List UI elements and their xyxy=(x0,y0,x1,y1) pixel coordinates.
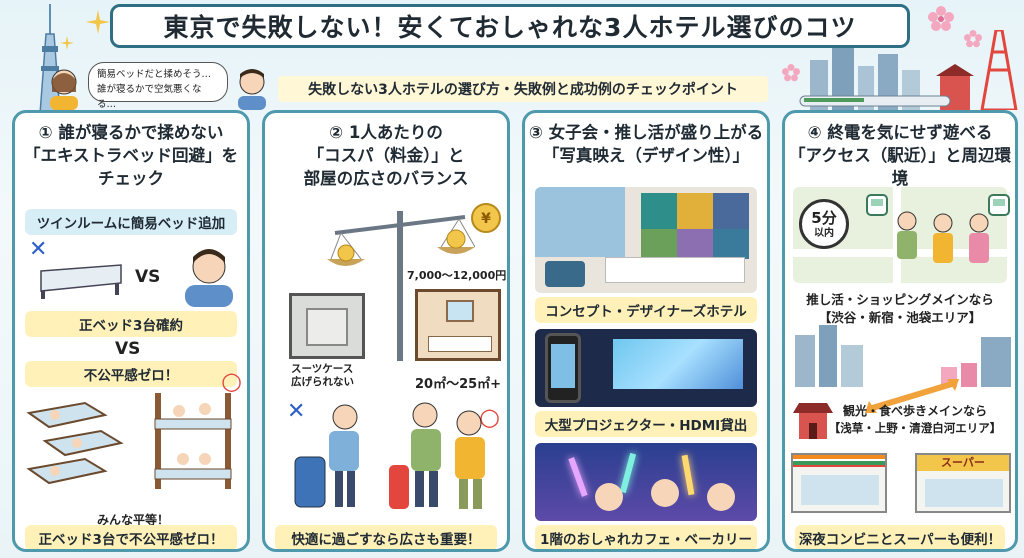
three-real-beds-label: 正ベッド3台確約 xyxy=(25,311,237,337)
train-icon xyxy=(988,194,1010,216)
panel-photogenic: ③ 女子会・推し活が盛り上がる 「写真映え（デザイン性）」 コンセプト・デザイナ… xyxy=(522,110,770,552)
worried-woman-illustration xyxy=(50,69,78,110)
small-room-photo xyxy=(289,293,365,359)
suitcase-note: スーツケース 広げられない xyxy=(291,363,354,389)
room-area-label: 20㎡〜25㎡+ xyxy=(415,377,502,392)
circle-icon: ○ xyxy=(221,367,242,395)
sightseeing-area-line-1: 観光・食べ歩きメインなら xyxy=(842,404,987,418)
two-way-arrow-icon xyxy=(865,379,959,413)
panel-2-heading: ② 1人あたりの 「コスパ（料金）」と 部屋の広さのバランス xyxy=(265,113,507,190)
spacious-room-photo xyxy=(415,289,501,361)
page-subtitle: 失敗しない3人ホテルの選び方・失敗例と成功例のチェックポイント xyxy=(278,76,768,102)
zero-unfairness-label: 不公平感ゼロ！ xyxy=(25,361,237,387)
projector-photo xyxy=(535,329,757,407)
bubble-line-2: 誰が寝るかで空気悪くなる… xyxy=(97,84,202,110)
vs-label: VS xyxy=(135,267,161,287)
cross-icon: ✕ xyxy=(287,399,306,424)
happy-travelers-illustration xyxy=(389,402,485,509)
train-icon xyxy=(866,194,888,216)
shibuya-area-box: 推し活・ショッピングメインなら 【渋谷・新宿・池袋エリア】 xyxy=(791,291,1009,327)
panel-4-heading: ④ 終電を気にせず遊べる 「アクセス（駅近）」と周辺環境 xyxy=(785,113,1015,190)
everyone-equal-caption: みんな平等！ xyxy=(97,513,170,527)
svg-text:¥: ¥ xyxy=(481,211,491,227)
three-beds-illustration xyxy=(26,401,124,485)
cherry-blossom-icon xyxy=(928,6,954,31)
panel-1-heading-line: 「エキストラベッド回避」を xyxy=(23,146,238,165)
page-title: 東京で失敗しない！安くておしゃれな3人ホテル選びのコツ xyxy=(110,4,910,48)
skytree-illustration xyxy=(39,4,61,114)
shopping-area-line-2: 【渋谷・新宿・池袋エリア】 xyxy=(818,310,982,325)
projector-hdmi-label: 大型プロジェクター・HDMI貸出 xyxy=(535,411,757,437)
suitcase-note-line: スーツケース xyxy=(291,363,354,375)
struggling-traveler-illustration xyxy=(294,404,359,508)
panel-1-heading-line: チェック xyxy=(98,169,164,188)
panel-1-heading: ① 誰が寝るかで揉めない 「エキストラベッド回避」を チェック xyxy=(15,113,247,190)
panel-1-heading-line: ① 誰が寝るかで揉めない xyxy=(38,123,224,142)
panel-4-heading-line: 「アクセス（駅近）」と周辺環境 xyxy=(789,146,1011,188)
cherry-blossom-icon xyxy=(964,30,982,48)
worry-speech-bubble: 簡易ベッドだと揉めそう… 誰が寝るかで空気悪くなる… xyxy=(88,62,228,110)
walking-friends-illustration xyxy=(897,211,989,263)
panel-2-heading-line: 部屋の広さのバランス xyxy=(303,169,469,188)
twin-extra-bed-tag: ツインルームに簡易ベッド追加 xyxy=(25,209,237,235)
walk-time-badge: 5分 以内 xyxy=(799,199,849,249)
panel-2-heading-line: ② 1人あたりの xyxy=(329,123,443,142)
convenience-store xyxy=(791,453,887,513)
price-range-label: 7,000〜12,000円 xyxy=(407,269,507,282)
designer-room-photo xyxy=(535,187,757,293)
circle-icon: ○ xyxy=(479,403,500,431)
balance-scale-illustration xyxy=(327,211,475,361)
supermarket: スーパー xyxy=(915,453,1011,513)
panel-2-heading-line: 「コスパ（料金）」と xyxy=(307,146,465,165)
sightseeing-area-line-2: 【浅草・上野・清澄白河エリア】 xyxy=(828,421,1002,435)
shopping-area-line-1: 推し活・ショッピングメインなら xyxy=(806,292,994,307)
suitcase-note-line: 広げられない xyxy=(291,376,354,388)
sparkle-icon xyxy=(86,10,110,34)
asakusa-area-box: 観光・食べ歩きメインなら 【浅草・上野・清澄白河エリア】 xyxy=(815,403,1015,437)
worried-man-illustration xyxy=(238,69,266,110)
cherry-blossom-icon xyxy=(782,64,800,82)
walk-minutes: 5分 xyxy=(811,209,837,227)
bunk-bed-illustration xyxy=(154,393,232,489)
panel-4-heading-line: ④ 終電を気にせず遊べる xyxy=(807,123,993,142)
panel-3-heading: ③ 女子会・推し活が盛り上がる 「写真映え（デザイン性）」 xyxy=(525,113,767,167)
worried-person-illustration xyxy=(185,249,233,307)
walk-suffix: 以内 xyxy=(814,228,834,239)
panel-extra-bed: ① 誰が寝るかで揉めない 「エキストラベッド回避」を チェック ツインルームに簡… xyxy=(12,110,250,552)
bubble-line-1: 簡易ベッドだと揉めそう… xyxy=(97,69,212,80)
supermarket-sign: スーパー xyxy=(917,455,1009,471)
panel-access: ④ 終電を気にせず遊べる 「アクセス（駅近）」と周辺環境 5分 以内 推し活・シ… xyxy=(782,110,1018,552)
sparkle-icon xyxy=(60,36,74,50)
cot-bed-illustration xyxy=(40,264,122,299)
panel-3-heading-line: ③ 女子会・推し活が盛り上がる xyxy=(528,123,764,142)
panel-3-heading-line: 「写真映え（デザイン性）」 xyxy=(542,146,750,165)
tokyo-skyline-illustration xyxy=(799,30,1018,110)
panel-1-summary: 正ベッド3台で不公平感ゼロ！ xyxy=(25,525,237,549)
panel-2-summary: 快適に過ごすなら広さも重要！ xyxy=(275,525,497,549)
oshi-party-photo xyxy=(535,443,757,521)
cafe-bakery-label: 1階のおしゃれカフェ・ベーカリー xyxy=(535,525,757,549)
designer-hotel-label: コンセプト・デザイナーズホテル xyxy=(535,297,757,323)
panel-4-summary: 深夜コンビニとスーパーも便利！ xyxy=(795,525,1005,549)
vs-label: VS xyxy=(115,339,141,359)
panel-cost-space: ② 1人あたりの 「コスパ（料金）」と 部屋の広さのバランス ¥ 7,000〜1… xyxy=(262,110,510,552)
yen-coin-icon: ¥ xyxy=(471,203,501,233)
temple-gate-illustration xyxy=(793,403,833,439)
cross-icon: ✕ xyxy=(29,237,48,262)
